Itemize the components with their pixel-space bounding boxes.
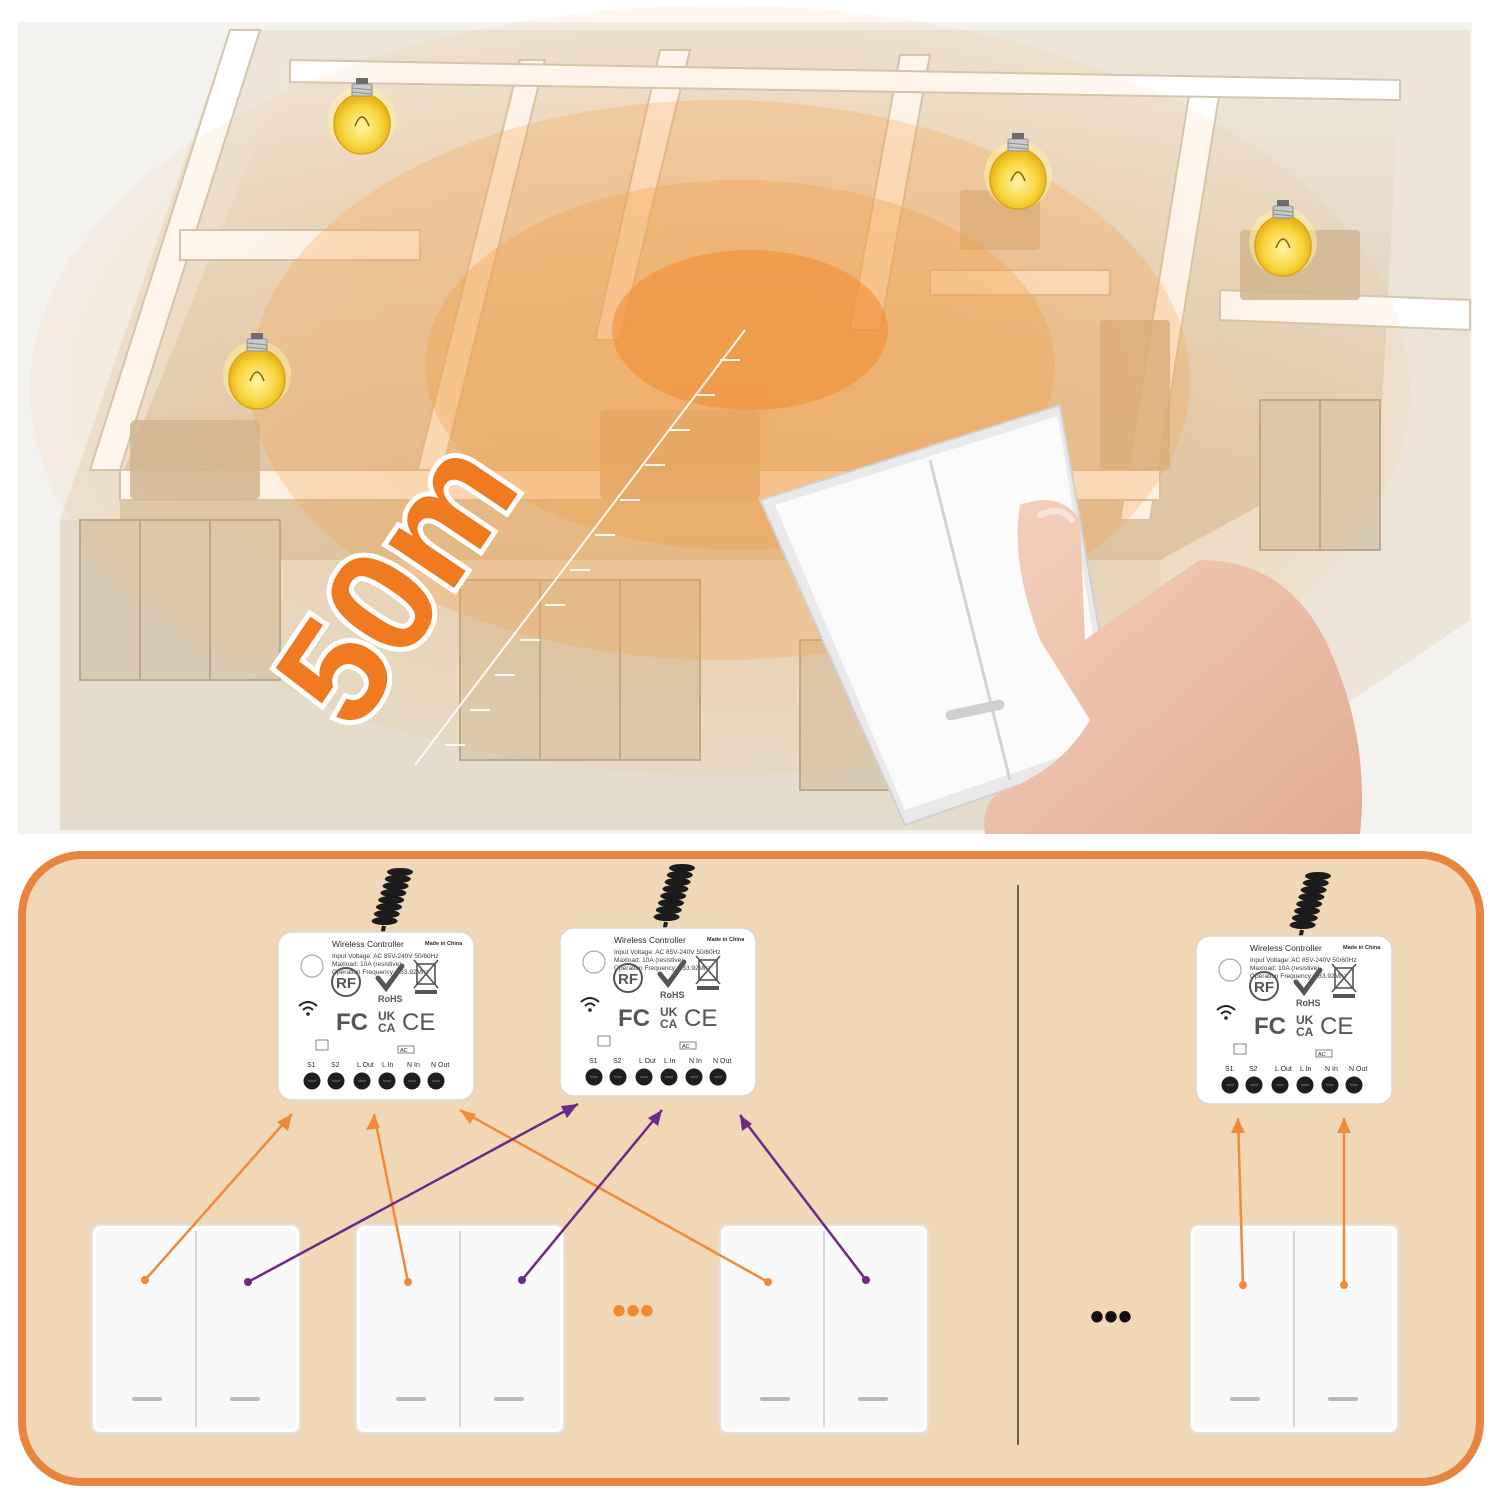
receiver-title: Wireless Controller — [1250, 943, 1322, 953]
link-arrow-purple — [521, 1109, 663, 1281]
recycle-bin-icon — [695, 955, 721, 990]
terminal-label: S2 — [613, 1058, 622, 1065]
spec-line: Operation Frequency: 433.92Mhz — [1250, 973, 1347, 980]
link-arrow-orange — [144, 1113, 293, 1281]
ce-mark: CE — [1320, 1013, 1353, 1040]
ellipsis-black: ••• — [1090, 1295, 1132, 1339]
ellipsis-orange: ••• — [612, 1289, 654, 1333]
terminal-label: L In — [664, 1058, 676, 1065]
link-arrow-purple — [247, 1102, 579, 1284]
ac-mark: AC — [1318, 1052, 1326, 1058]
wall-switch — [719, 1224, 929, 1434]
rf-mark — [331, 967, 361, 997]
terminal-diagram — [1233, 1043, 1247, 1055]
terminal-diagram — [597, 1035, 611, 1047]
terminal-label: S1 — [307, 1062, 316, 1069]
rohs-mark: RoHS — [378, 994, 403, 1004]
terminal-label: S2 — [331, 1062, 340, 1069]
terminal-label: L Out — [1275, 1066, 1292, 1073]
terminal-label: L In — [382, 1062, 394, 1069]
terminal-label: S1 — [1225, 1066, 1234, 1073]
fc-mark: FC — [336, 1009, 368, 1036]
spec-line: Maxload: 10A (resistive) — [332, 961, 401, 968]
ac-mark: AC — [400, 1048, 408, 1054]
check-icon — [1293, 967, 1323, 997]
spec-line: Input Voltage: AC 85V-240V 50/60Hz — [614, 949, 721, 956]
ukca-mark: CA — [660, 1017, 678, 1031]
wall-switch — [91, 1224, 301, 1434]
rf-mark — [613, 963, 643, 993]
status-led — [300, 954, 324, 978]
ce-mark: CE — [402, 1009, 435, 1036]
wifi-icon — [298, 1001, 318, 1016]
ukca-mark: UK — [378, 1009, 396, 1023]
wall-switch — [1189, 1224, 1399, 1434]
rf-text: RF — [336, 975, 356, 992]
terminal-label: S1 — [589, 1058, 598, 1065]
check-icon — [657, 959, 687, 989]
receiver-title: Wireless Controller — [332, 939, 404, 949]
terminal-label: S2 — [1249, 1066, 1258, 1073]
recycle-bin-icon — [413, 959, 439, 994]
antenna-icon — [1289, 872, 1331, 941]
antenna-icon — [653, 864, 695, 933]
terminal-label: L Out — [357, 1062, 374, 1069]
ukca-mark: CA — [378, 1021, 396, 1035]
floor-plan-scene: 50m — [18, 5, 1472, 834]
terminal-label: N In — [1325, 1066, 1338, 1073]
range-scale — [414, 329, 746, 766]
ukca-mark: CA — [1296, 1025, 1314, 1039]
receiver-title: Wireless Controller — [614, 935, 686, 945]
check-icon — [375, 963, 405, 993]
spec-line: Maxload: 10A (resistive) — [1250, 965, 1319, 972]
spec-line: Maxload: 10A (resistive) — [614, 957, 683, 964]
antenna-icon — [371, 868, 413, 937]
link-arrow-orange — [1236, 1117, 1245, 1286]
link-arrow-purple — [739, 1114, 867, 1281]
terminal-label: N Out — [713, 1058, 731, 1065]
made-in-label: Made in China — [1343, 945, 1381, 951]
terminal-label: N Out — [1349, 1066, 1367, 1073]
terminal-label: N Out — [431, 1062, 449, 1069]
spec-line: Operation Frequency: 433.92Mhz — [332, 969, 429, 976]
spec-line: Operation Frequency: 433.92Mhz — [614, 965, 711, 972]
fc-mark: FC — [1254, 1013, 1286, 1040]
wifi-icon — [1216, 1005, 1236, 1020]
link-arrow-orange — [372, 1113, 410, 1283]
rf-text: RF — [618, 971, 638, 988]
rf-text: RF — [1254, 979, 1274, 996]
wifi-icon — [580, 997, 600, 1012]
status-led — [1218, 958, 1242, 982]
terminal-label: N In — [407, 1062, 420, 1069]
spec-line: Input Voltage: AC 85V-240V 50/60Hz — [1250, 957, 1357, 964]
terminal-label: N In — [689, 1058, 702, 1065]
status-led — [582, 950, 606, 974]
made-in-label: Made in China — [425, 941, 463, 947]
recycle-bin-icon — [1331, 963, 1357, 998]
rohs-mark: RoHS — [660, 990, 685, 1000]
made-in-label: Made in China — [707, 937, 745, 943]
ac-mark: AC — [682, 1044, 690, 1050]
rohs-mark: RoHS — [1296, 998, 1321, 1008]
fc-mark: FC — [618, 1005, 650, 1032]
terminal-label: L In — [1300, 1066, 1312, 1073]
terminal-label: L Out — [639, 1058, 656, 1065]
terminal-diagram — [315, 1039, 329, 1051]
wall-switch — [355, 1224, 565, 1434]
hand — [984, 500, 1362, 834]
spec-line: Input Voltage: AC 85V-240V 50/60Hz — [332, 953, 439, 960]
ce-mark: CE — [684, 1005, 717, 1032]
ukca-mark: UK — [660, 1005, 678, 1019]
ukca-mark: UK — [1296, 1013, 1314, 1027]
rf-mark — [1249, 971, 1279, 1001]
